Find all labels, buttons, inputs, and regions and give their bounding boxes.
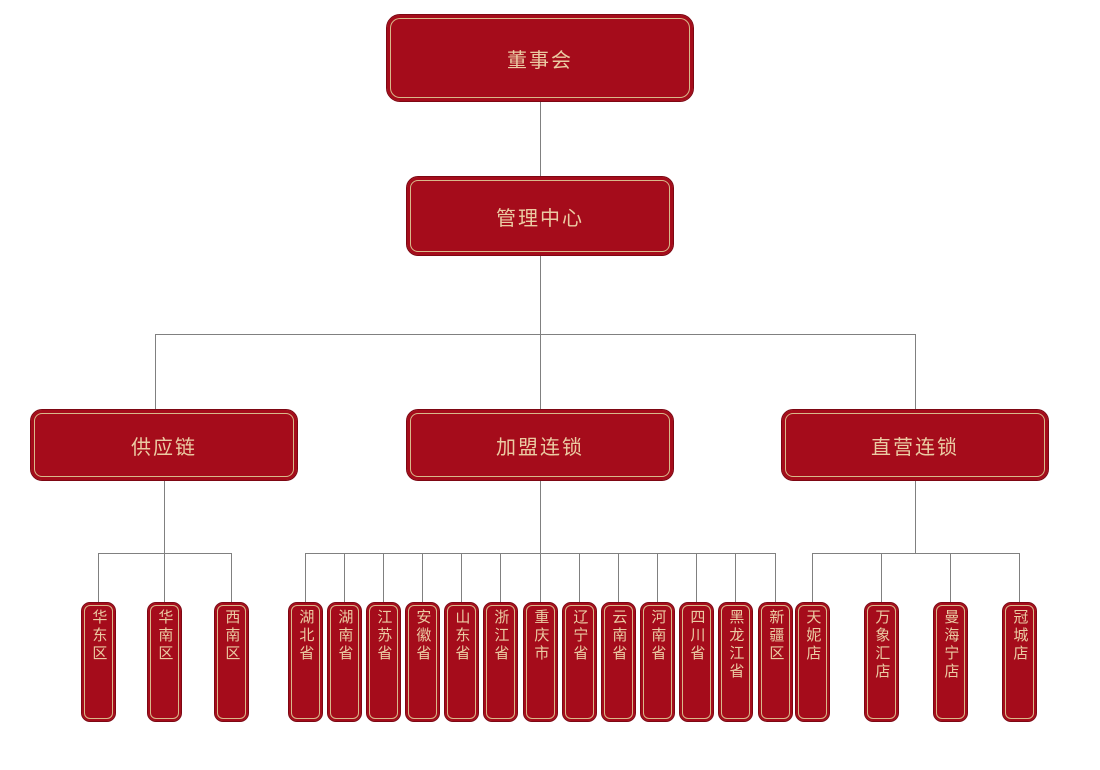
connector-leaf-sichuan xyxy=(696,553,697,602)
leaf-guancheng-store-label: 冠城店 xyxy=(1011,609,1030,663)
leaf-south-china[interactable]: 华南区 xyxy=(147,602,182,722)
connector-direct-chain-bus xyxy=(812,553,1019,554)
connector-leaf-manhaining-store xyxy=(950,553,951,602)
leaf-wanxianghui-store-label: 万象汇店 xyxy=(873,609,892,681)
leaf-liaoning-label: 辽宁省 xyxy=(571,609,590,663)
leaf-south-china-label: 华南区 xyxy=(156,609,175,663)
leaf-xinjiang[interactable]: 新疆区 xyxy=(758,602,793,722)
connector-leaf-liaoning xyxy=(579,553,580,602)
connector-leaf-zhejiang xyxy=(500,553,501,602)
leaf-liaoning[interactable]: 辽宁省 xyxy=(562,602,597,722)
leaf-chongqing-label: 重庆市 xyxy=(532,609,551,663)
leaf-east-china[interactable]: 华东区 xyxy=(81,602,116,722)
connector-supply-chain-down xyxy=(164,481,165,553)
leaf-xinjiang-label: 新疆区 xyxy=(767,609,786,663)
connector-leaf-hunan xyxy=(344,553,345,602)
connector-leaf-hubei xyxy=(305,553,306,602)
connector-leaf-guancheng-store xyxy=(1019,553,1020,602)
leaf-sichuan-label: 四川省 xyxy=(688,609,707,663)
leaf-hubei-label: 湖北省 xyxy=(297,609,316,663)
leaf-hunan[interactable]: 湖南省 xyxy=(327,602,362,722)
leaf-zhejiang[interactable]: 浙江省 xyxy=(483,602,518,722)
leaf-yunnan-label: 云南省 xyxy=(610,609,629,663)
leaf-southwest-label: 西南区 xyxy=(223,609,242,663)
leaf-henan[interactable]: 河南省 xyxy=(640,602,675,722)
leaf-heilongjiang[interactable]: 黑龙江省 xyxy=(718,602,753,722)
leaf-heilongjiang-label: 黑龙江省 xyxy=(727,609,746,681)
leaf-hubei[interactable]: 湖北省 xyxy=(288,602,323,722)
leaf-jiangsu-label: 江苏省 xyxy=(375,609,394,663)
leaf-shandong-label: 山东省 xyxy=(453,609,472,663)
connector-bus-to-direct-chain xyxy=(915,334,916,409)
connector-leaf-south-china xyxy=(164,553,165,602)
node-direct-chain-label: 直营连锁 xyxy=(871,434,959,459)
leaf-shandong[interactable]: 山东省 xyxy=(444,602,479,722)
leaf-manhaining-store-label: 曼海宁店 xyxy=(942,609,961,681)
connector-direct-chain-down xyxy=(915,481,916,553)
leaf-anhui[interactable]: 安徽省 xyxy=(405,602,440,722)
connector-level3-bus xyxy=(155,334,916,335)
connector-leaf-wanxianghui-store xyxy=(881,553,882,602)
node-supply-chain-label: 供应链 xyxy=(131,434,197,459)
leaf-tianni-store[interactable]: 天妮店 xyxy=(795,602,830,722)
connector-leaf-anhui xyxy=(422,553,423,602)
connector-leaf-southwest xyxy=(231,553,232,602)
leaf-anhui-label: 安徽省 xyxy=(414,609,433,663)
connector-management-down xyxy=(540,256,541,334)
connector-bus-to-franchise-chain xyxy=(540,334,541,409)
connector-leaf-jiangsu xyxy=(383,553,384,602)
connector-leaf-heilongjiang xyxy=(735,553,736,602)
leaf-zhejiang-label: 浙江省 xyxy=(492,609,511,663)
leaf-wanxianghui-store[interactable]: 万象汇店 xyxy=(864,602,899,722)
node-board-label: 董事会 xyxy=(507,47,573,72)
leaf-sichuan[interactable]: 四川省 xyxy=(679,602,714,722)
node-board[interactable]: 董事会 xyxy=(386,14,694,102)
connector-leaf-xinjiang xyxy=(775,553,776,602)
leaf-yunnan[interactable]: 云南省 xyxy=(601,602,636,722)
connector-bus-to-supply-chain xyxy=(155,334,156,409)
leaf-hunan-label: 湖南省 xyxy=(336,609,355,663)
node-management-center-label: 管理中心 xyxy=(496,205,584,230)
node-franchise-chain-label: 加盟连锁 xyxy=(496,434,584,459)
leaf-jiangsu[interactable]: 江苏省 xyxy=(366,602,401,722)
node-supply-chain[interactable]: 供应链 xyxy=(30,409,298,481)
connector-leaf-tianni-store xyxy=(812,553,813,602)
leaf-southwest[interactable]: 西南区 xyxy=(214,602,249,722)
leaf-tianni-store-label: 天妮店 xyxy=(804,609,823,663)
connector-leaf-chongqing xyxy=(540,553,541,602)
node-franchise-chain[interactable]: 加盟连锁 xyxy=(406,409,674,481)
connector-leaf-yunnan xyxy=(618,553,619,602)
leaf-chongqing[interactable]: 重庆市 xyxy=(523,602,558,722)
leaf-henan-label: 河南省 xyxy=(649,609,668,663)
connector-leaf-east-china xyxy=(98,553,99,602)
connector-leaf-shandong xyxy=(461,553,462,602)
leaf-guancheng-store[interactable]: 冠城店 xyxy=(1002,602,1037,722)
connector-leaf-henan xyxy=(657,553,658,602)
leaf-manhaining-store[interactable]: 曼海宁店 xyxy=(933,602,968,722)
leaf-east-china-label: 华东区 xyxy=(90,609,109,663)
node-direct-chain[interactable]: 直营连锁 xyxy=(781,409,1049,481)
connector-board-to-management xyxy=(540,102,541,176)
connector-franchise-chain-down xyxy=(540,481,541,553)
node-management-center[interactable]: 管理中心 xyxy=(406,176,674,256)
